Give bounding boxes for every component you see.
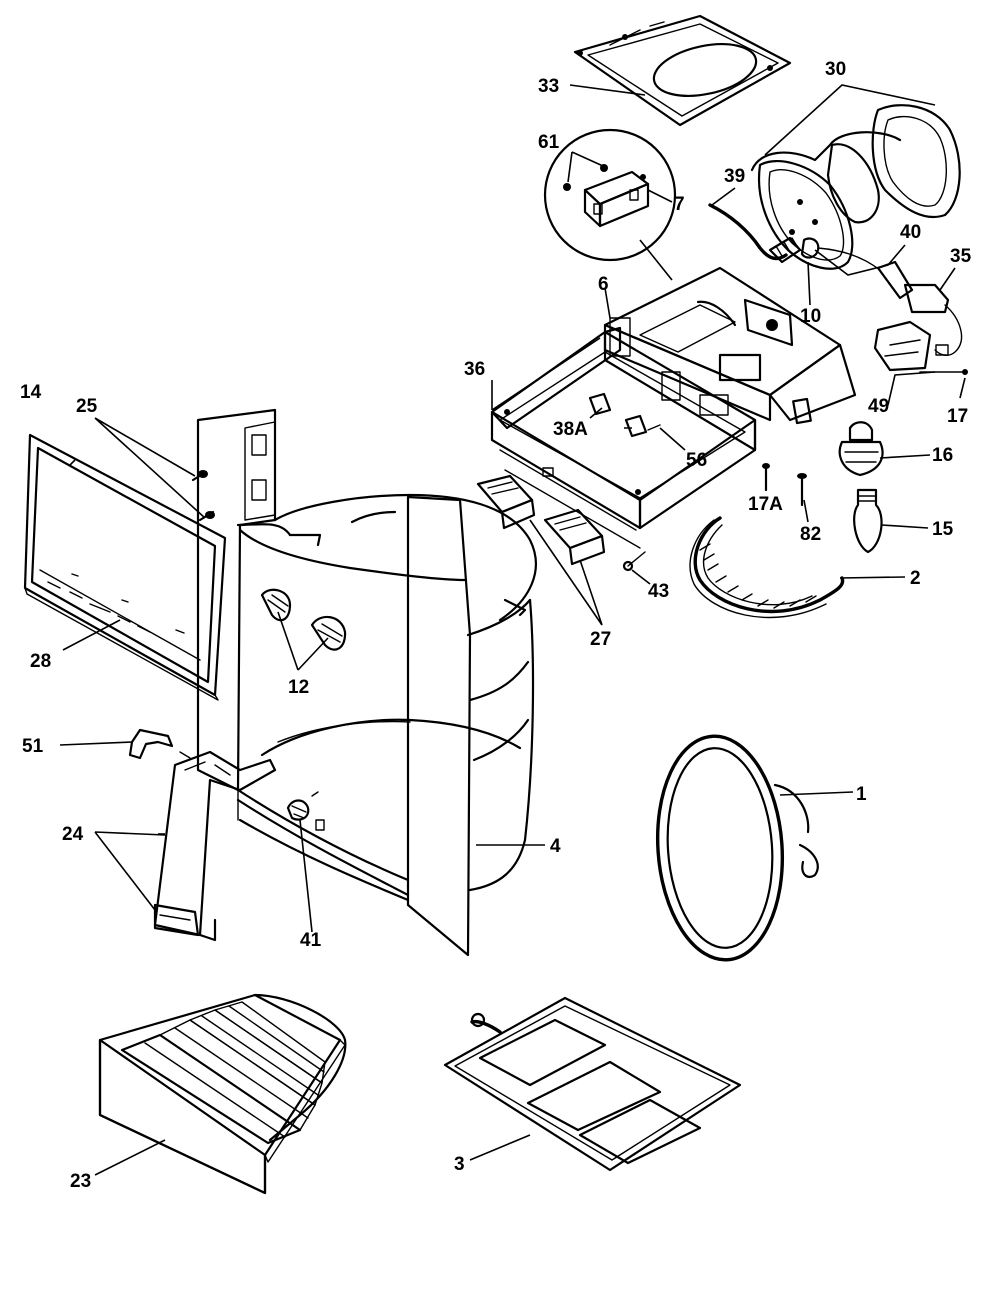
- part-41-fastener: [286, 791, 325, 831]
- callout-61: 61: [538, 132, 560, 153]
- callout-14: 14: [20, 382, 42, 403]
- callout-39: 39: [724, 166, 745, 187]
- part-15-light-bulb: [853, 488, 883, 554]
- part-43-screw: [622, 551, 646, 572]
- callout-56: 56: [686, 450, 707, 471]
- part-24-paddle-arm: [153, 750, 277, 942]
- callout-49: 49: [868, 396, 889, 417]
- callout-30: 30: [825, 59, 846, 80]
- part-14-door-panel: [23, 433, 227, 701]
- part-82-screw: [797, 473, 807, 507]
- callout-2: 2: [910, 568, 921, 589]
- callout-33: 33: [538, 76, 559, 97]
- callout-38a: 38A: [553, 419, 588, 440]
- callout-23: 23: [70, 1171, 91, 1192]
- part-33-cover-plate: [573, 14, 792, 127]
- part-51-clip: [128, 728, 191, 760]
- part-12-clips: [260, 588, 347, 651]
- callout-40: 40: [900, 222, 921, 243]
- part-23-ice-bin: [98, 993, 347, 1195]
- callout-16: 16: [932, 445, 953, 466]
- part-4-bucket-body: [196, 408, 537, 957]
- callout-labels: 33 30 61 7 39 40 35 10 6 36 38A 56 49 17…: [20, 59, 972, 1192]
- callout-36: 36: [464, 359, 485, 380]
- part-25-screws: [191, 470, 215, 522]
- callout-17: 17: [947, 406, 968, 427]
- part-61-7-switch-detail: [543, 128, 677, 262]
- part-27-bracket-right: [543, 508, 606, 566]
- part-1-gasket-ring: [655, 734, 819, 962]
- part-16-lamp-socket: [838, 421, 884, 477]
- callout-82: 82: [800, 524, 821, 545]
- part-2-heater-coil: [689, 516, 845, 619]
- callout-43: 43: [648, 581, 669, 602]
- part-39-wire-harness: [708, 203, 968, 375]
- callout-1: 1: [856, 784, 867, 805]
- callout-28: 28: [30, 651, 51, 672]
- callout-51: 51: [22, 736, 44, 757]
- part-3-heater-plate: [443, 996, 742, 1172]
- callout-24: 24: [62, 824, 84, 845]
- callout-17a: 17A: [748, 494, 783, 515]
- callout-7: 7: [674, 194, 685, 215]
- callout-10: 10: [800, 306, 821, 327]
- callout-12: 12: [288, 677, 309, 698]
- part-6-36-control-box: [490, 266, 857, 549]
- leader-lines: [59, 84, 966, 1176]
- callout-27: 27: [590, 629, 611, 650]
- callout-15: 15: [932, 519, 954, 540]
- callout-3: 3: [454, 1154, 465, 1175]
- part-27-bracket-left: [476, 474, 536, 530]
- callout-6: 6: [598, 274, 609, 295]
- callout-35: 35: [950, 246, 972, 267]
- callout-25: 25: [76, 396, 98, 417]
- part-30-light-housing: [750, 104, 961, 270]
- callout-4: 4: [550, 836, 561, 857]
- callout-41: 41: [300, 930, 322, 951]
